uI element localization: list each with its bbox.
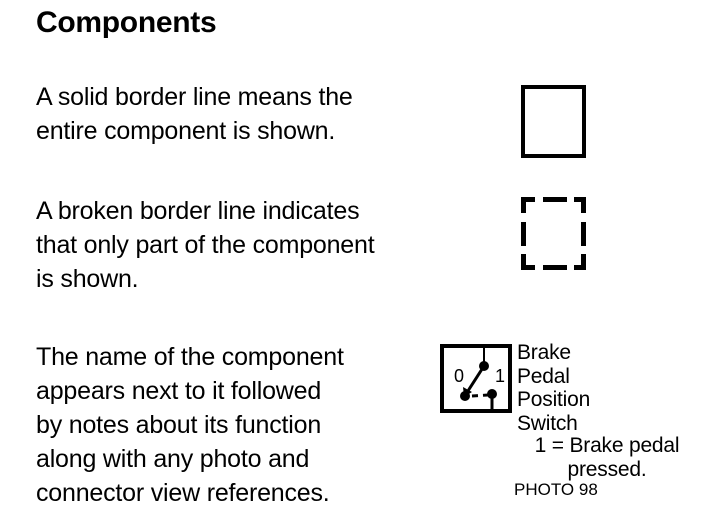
dash-segment-bottom-left: [521, 265, 535, 270]
dash-segment-top-middle: [543, 197, 567, 202]
switch-left-terminal-node: [460, 391, 470, 401]
switch-contact-arm: [464, 365, 486, 395]
broken-border-box-sample: [521, 197, 586, 270]
dash-segment-right-bottom: [581, 254, 586, 270]
paragraph-broken-border: A broken border line indicates that only…: [36, 197, 375, 293]
switch-position-label-0: 0: [454, 366, 464, 386]
brake-pedal-position-switch-symbol: 0 1: [440, 344, 512, 413]
dash-segment-right-top: [581, 197, 586, 213]
switch-open-contact-dash: [471, 393, 489, 398]
dash-segment-left-top: [521, 197, 526, 213]
photo-reference: PHOTO 98: [514, 480, 598, 499]
paragraph-component-naming: The name of the component appears next t…: [36, 343, 344, 507]
dash-segment-top-right: [574, 197, 586, 202]
solid-border-box-sample: [521, 85, 586, 158]
dash-segment-left-bottom: [521, 254, 526, 270]
component-name-label: Brake Pedal Position Switch: [517, 341, 591, 435]
dash-segment-bottom-right: [574, 265, 586, 270]
dash-segment-bottom-middle: [543, 265, 567, 270]
dash-segment-left-middle: [521, 222, 526, 246]
switch-border: [440, 344, 512, 413]
dash-segment-top-left: [521, 197, 535, 202]
switch-position-label-1: 1: [495, 366, 505, 386]
component-function-note: 1 = Brake pedal pressed.: [534, 434, 680, 481]
page-title: Components: [36, 6, 217, 39]
paragraph-solid-border: A solid border line means the entire com…: [36, 83, 353, 145]
dash-segment-right-middle: [581, 222, 586, 246]
